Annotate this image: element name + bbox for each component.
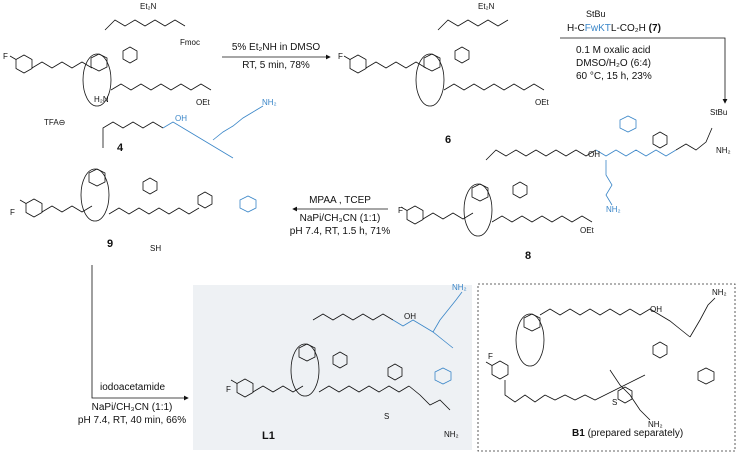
arrow-step4 <box>91 265 189 401</box>
atom-oh-B1: OH <box>650 305 662 314</box>
atom-F-B1: F <box>488 352 493 361</box>
step2-line1: 0.1 M oxalic acid <box>576 45 651 56</box>
atom-nh2-L1b: NH₂ <box>444 430 459 439</box>
atom-nh2-B1b: NH₂ <box>648 420 663 429</box>
atom-oet-6: OEt <box>535 98 549 107</box>
reagent-blue-residues: FwKT <box>584 23 611 34</box>
atom-nh2-8b: NH₂ <box>716 146 731 155</box>
reagent-prefix: H-C <box>567 23 585 34</box>
step4-line1: NaPi/CH₃CN (1:1) <box>91 402 173 413</box>
structure-L1 <box>230 291 463 411</box>
step2-line2: DMSO/H₂O (6:4) <box>576 58 651 69</box>
compound-label-9: 9 <box>107 238 114 250</box>
atom-et2n-6: Et₂N <box>478 2 495 11</box>
atom-F-L1: F <box>226 385 231 394</box>
atom-h2n: H₂N <box>94 95 109 104</box>
structure-4 <box>9 19 212 107</box>
atom-et2n-4: Et₂N <box>140 2 157 11</box>
compound-label-4: 4 <box>117 142 124 154</box>
step4-line2: pH 7.4, RT, 40 min, 66% <box>77 415 187 426</box>
atom-tfa: TFA⊖ <box>44 118 66 127</box>
structure-6 <box>343 19 545 107</box>
step2-reagent: H-CFwKTL-CO₂H (7) <box>567 23 661 35</box>
atom-F-9: F <box>10 208 15 217</box>
step2-line3: 60 °C, 15 h, 23% <box>576 71 652 82</box>
atom-nh2-L1: NH₂ <box>452 283 467 292</box>
atom-nh2-8: NH₂ <box>606 205 621 214</box>
step4-reagent: iodoacetamide <box>100 382 166 393</box>
compound-label-8: 8 <box>525 250 532 262</box>
b1-note: (prepared separately) <box>587 428 684 439</box>
atom-s-L1: S <box>384 412 390 421</box>
step1-reagent: 5% Et₂NH in DMSO <box>231 42 321 53</box>
atom-fmoc: Fmoc <box>180 38 200 47</box>
atom-nh2-B1: NH₂ <box>712 288 727 297</box>
step1-conditions: RT, 5 min, 78% <box>242 60 310 71</box>
atom-F-6: F <box>338 52 343 61</box>
l1-highlight-box <box>193 285 472 450</box>
atom-F-8: F <box>398 206 403 215</box>
step3-reagent: MPAA , TCEP <box>309 195 371 206</box>
arrow-step2 <box>560 37 728 104</box>
reagent-suffix: L-CO₂H <box>610 23 646 34</box>
atom-oh-8: OH <box>588 150 600 159</box>
compound-label-6: 6 <box>445 134 452 146</box>
step2-protecting-group: StBu <box>586 9 606 19</box>
step3-line2: pH 7.4, RT, 1.5 h, 71% <box>289 226 391 237</box>
structure-8 <box>400 115 713 237</box>
atom-oh-9: OH <box>175 114 187 123</box>
atom-oh-L1: OH <box>404 312 416 321</box>
atom-oet-8: OEt <box>580 226 594 235</box>
atom-oet-4: OEt <box>196 98 210 107</box>
b1-dashed-box <box>477 283 736 452</box>
atom-F-4: F <box>3 52 8 61</box>
compound-label-L1: L1 <box>262 430 275 442</box>
structure-9 <box>19 105 264 222</box>
atom-sh-9: SH <box>150 244 162 253</box>
atom-nh2-9: NH₂ <box>262 98 277 107</box>
compound-label-B1: B1 (prepared separately) <box>572 428 683 440</box>
atom-s-B1: S <box>612 398 618 407</box>
structure-B1 <box>485 297 716 421</box>
step3-line1: NaPi/CH₃CN (1:1) <box>299 213 381 224</box>
reagent-id: (7) <box>648 23 661 34</box>
atom-stbu-8: StBu <box>710 108 728 117</box>
b1-id: B1 <box>572 428 585 439</box>
